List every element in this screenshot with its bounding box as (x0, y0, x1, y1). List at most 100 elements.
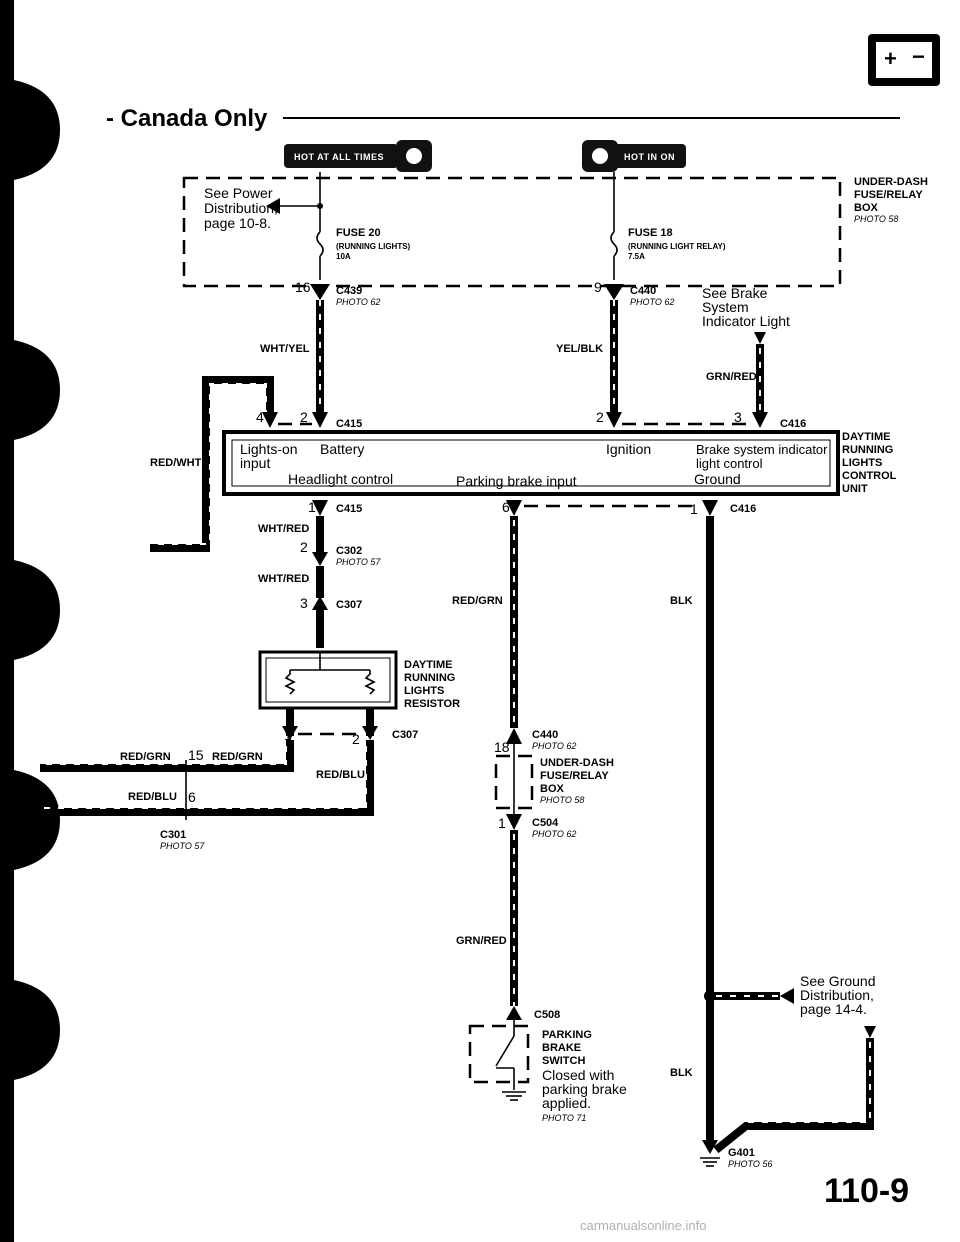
parking-switch-label-2: BRAKE (542, 1042, 581, 1054)
c416-pin2-connector-icon (606, 412, 622, 428)
wire-grn-red-top: GRN/RED (706, 371, 757, 383)
c439-pin: 16 (295, 279, 311, 295)
c504-connector-icon (506, 814, 522, 830)
wire-red-grn-3: RED/GRN (452, 595, 503, 607)
page-title: - Canada Only (106, 105, 268, 132)
c302-name: C302 (336, 545, 362, 557)
see-power-line2: Distribution, (204, 200, 278, 216)
drl-ground: Ground (694, 471, 741, 487)
resistor-label-3: LIGHTS (404, 685, 444, 697)
page-number: 110-9 (824, 1172, 909, 1210)
wire-red-blu-1: RED/BLU (316, 769, 365, 781)
parking-switch-photo: PHOTO 71 (542, 1113, 586, 1123)
c440-mid-photo: PHOTO 62 (532, 741, 576, 751)
fuse-18-desc: (RUNNING LIGHT RELAY) (628, 242, 726, 251)
c301-photo: PHOTO 57 (160, 841, 205, 851)
c307-pin2-connector-icon (362, 726, 378, 740)
c440-top-name: C440 (630, 285, 656, 297)
svg-text:HOT AT ALL TIMES: HOT AT ALL TIMES (294, 152, 384, 162)
wire-red-wht: RED/WHT (150, 457, 202, 469)
drl-unit-label-2: RUNNING (842, 444, 893, 456)
drl-ignition: Ignition (606, 441, 651, 457)
g401-name: G401 (728, 1147, 755, 1159)
switch-symbol (495, 1020, 515, 1090)
c301-pin6: 6 (188, 789, 196, 805)
fuse-20-desc: (RUNNING LIGHTS) (336, 242, 411, 251)
g401-photo: PHOTO 56 (728, 1159, 772, 1169)
drl-resistor-box (258, 650, 398, 710)
wire-blk-2: BLK (670, 1067, 693, 1079)
fuse-18-symbol (610, 172, 618, 280)
c440-top-pin: 9 (594, 279, 602, 295)
c504-photo: PHOTO 62 (532, 829, 576, 839)
hot-in-on-badge: HOT IN ON (582, 140, 686, 172)
drl-unit-label-5: UNIT (842, 483, 868, 495)
c301-name: C301 (160, 829, 186, 841)
parking-switch-note-1: Closed with (542, 1067, 614, 1083)
drl-battery: Battery (320, 441, 364, 457)
parking-switch-note-3: applied. (542, 1095, 591, 1111)
wire-wht-red-2: WHT/RED (258, 573, 309, 585)
parking-switch-note-2: parking brake (542, 1081, 627, 1097)
svg-text:HOT IN ON: HOT IN ON (624, 152, 675, 162)
fuse-box-outline (182, 176, 842, 288)
c415-pin4: 4 (256, 409, 264, 425)
fuse-box-2-label-3: BOX (540, 783, 565, 795)
c307-pin1-connector-icon (282, 726, 298, 740)
c416-pin3-connector-icon (752, 412, 768, 428)
arrow-down-icon (754, 332, 766, 344)
wire-grn-red-bottom: GRN/RED (456, 935, 507, 947)
c416-bottom-connector-icon (702, 500, 718, 516)
c416-pin1: 1 (690, 501, 698, 517)
c302-pin: 2 (300, 539, 308, 555)
see-brake-line1: See Brake (702, 285, 768, 301)
c415-pin6-connector-icon (506, 500, 522, 516)
see-ground-line1: See Ground (800, 973, 876, 989)
c440-mid-pin: 18 (494, 739, 510, 755)
c440-top-photo: PHOTO 62 (630, 297, 674, 307)
fuse-box-label-2: FUSE/RELAY (854, 189, 923, 201)
resistor-label-1: DAYTIME (404, 659, 453, 671)
footer-url: carmanualsonline.info (580, 1218, 707, 1233)
drl-lights-on-2: input (240, 455, 270, 471)
c416-pin3: 3 (734, 409, 742, 425)
c415-bottom-connector-icon (312, 500, 328, 516)
c415-pin4-connector-icon (262, 412, 278, 428)
c415-top-name: C415 (336, 418, 362, 430)
g401-ground-icon (700, 1140, 720, 1167)
drl-headlight: Headlight control (288, 471, 393, 487)
fuse-box-photo: PHOTO 58 (854, 214, 898, 224)
binding-tabs (14, 80, 60, 1080)
c504-pin: 1 (498, 815, 506, 831)
c440-mid-name: C440 (532, 729, 558, 741)
resistor-symbol (284, 652, 376, 695)
c415-bottom-name: C415 (336, 503, 362, 515)
fuse-box-2-label-1: UNDER-DASH (540, 757, 614, 769)
ground-symbol-icon (502, 1091, 526, 1101)
resistor-label-2: RUNNING (404, 672, 455, 684)
resistor-label-4: RESISTOR (404, 698, 460, 710)
wire-yel-blk: YEL/BLK (556, 343, 603, 355)
fuse-20-rating: 10A (336, 252, 351, 261)
fuse-box-2-label-2: FUSE/RELAY (540, 770, 609, 782)
hot-at-all-times-badge: HOT AT ALL TIMES (284, 140, 432, 172)
see-ground-line2: Distribution, (800, 987, 874, 1003)
see-brake-line3: Indicator Light (702, 313, 790, 329)
see-ground-line3: page 14-4. (800, 1001, 867, 1017)
c301-pin15: 15 (188, 747, 204, 763)
wire-red-grn-1: RED/GRN (120, 751, 171, 763)
c416-pin2: 2 (596, 409, 604, 425)
fuse-box-label-3: BOX (854, 202, 879, 214)
parking-switch-label-3: SWITCH (542, 1055, 585, 1067)
drl-unit-label-1: DAYTIME (842, 431, 891, 443)
c416-top-name: C416 (780, 418, 806, 430)
fuse-18-rating: 7.5A (628, 252, 645, 261)
arrow-down-ground-icon (864, 1026, 876, 1038)
c439-name: C439 (336, 285, 362, 297)
c307-pin2: 2 (352, 731, 360, 747)
drl-brake-ind-1: Brake system indicator (696, 442, 828, 457)
c439-photo: PHOTO 62 (336, 297, 380, 307)
fuse-box-2-photo: PHOTO 58 (540, 795, 584, 805)
binding-edge (0, 0, 14, 1242)
